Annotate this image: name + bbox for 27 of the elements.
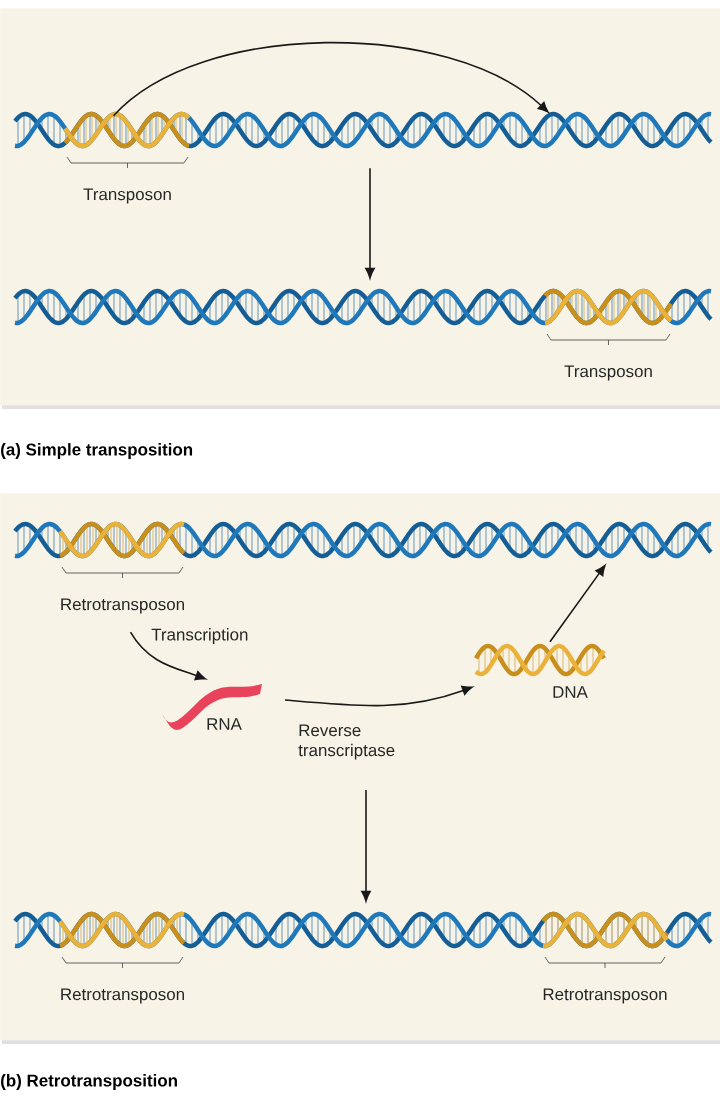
node-label: (a) Simple transposition [1,443,193,459]
arrow [112,41,549,117]
rna-strand-drawing [162,684,262,730]
transposon-helix-drawing [58,911,186,949]
dna-helix-drawing [13,288,713,326]
dna-helix-drawing [13,111,713,149]
arrow [129,631,207,681]
segment-label: Retrotransposon [543,988,667,1004]
arrow [365,167,375,279]
molecule-label: RNA [207,718,242,730]
dna-fragment-drawing [474,643,606,677]
segment-label: Retrotransposon [61,988,184,1004]
node-label: (b) Retrotransposition [1,1074,177,1090]
arrow [284,685,473,707]
dna-helix-drawing [13,521,713,559]
segment-label: Transposon [564,365,652,381]
arrow [361,789,371,902]
segment-label: Retrotransposon [61,598,184,614]
edge-label: Reverse transcriptase [298,724,395,760]
arrow [549,564,606,643]
transposon-helix-drawing [543,288,673,326]
molecule-label: DNA [553,686,588,698]
edge-label: Transcription [151,628,248,644]
transposon-helix-drawing [541,911,669,949]
segment-label: Transposon [83,188,171,204]
transposon-helix-drawing [63,111,191,149]
transposon-helix-drawing [58,521,186,559]
